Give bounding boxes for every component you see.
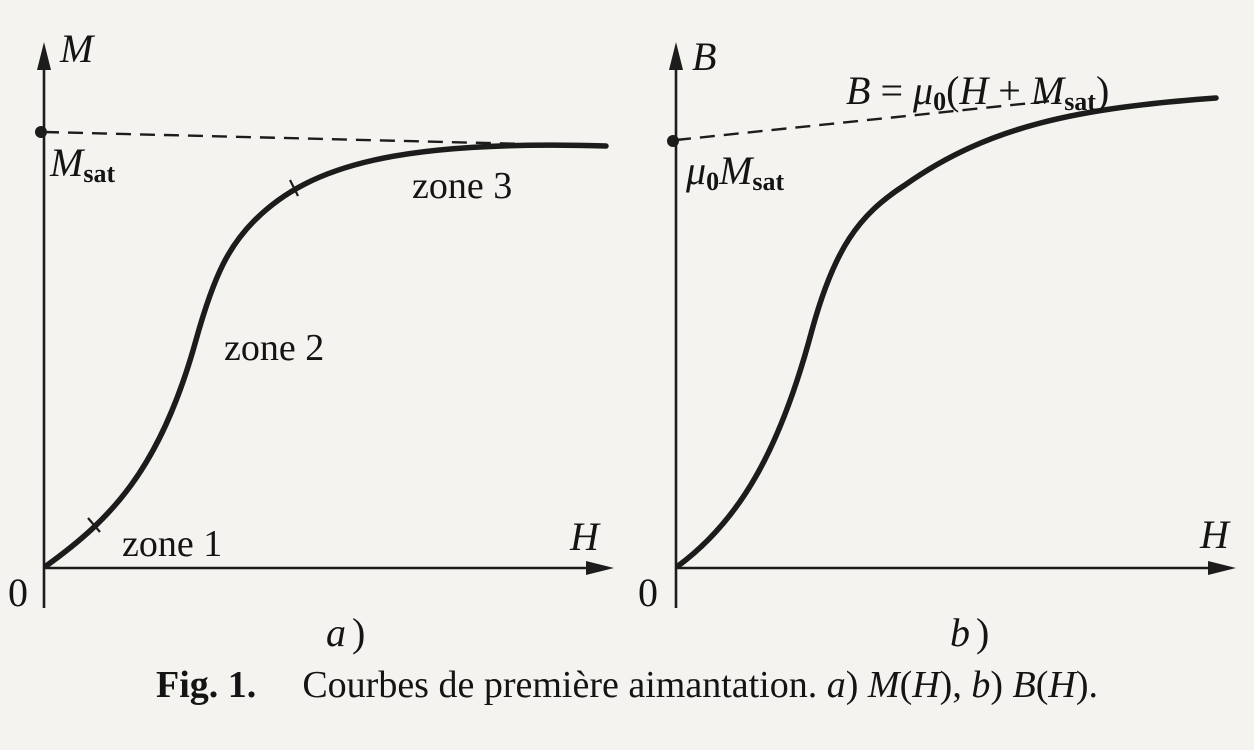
panel-a-origin-label: 0 <box>8 570 28 615</box>
caption-a-function: M <box>867 664 900 706</box>
panel-a-zone-1-label: zone 1 <box>122 523 222 565</box>
panel-a-zone-1-2-boundary-mark <box>87 517 101 533</box>
panel-a-y-axis-label: M <box>59 26 96 71</box>
magnetization-figure: M H 0 Msat zone 1 zone 2 zone 3 a) B H 0… <box>8 26 1236 655</box>
panel-a-saturation-point <box>35 126 47 138</box>
panel-a-x-axis-arrow-icon <box>586 561 614 575</box>
panel-a-x-axis-label: H <box>569 514 601 559</box>
panel-b-x-axis-label: H <box>1199 512 1231 557</box>
panel-b-origin-label: 0 <box>638 570 658 615</box>
panel-b-label: b) <box>950 610 989 655</box>
panel-a: M H 0 Msat zone 1 zone 2 zone 3 a) <box>8 26 614 655</box>
panel-b-x-axis-arrow-icon <box>1208 561 1236 575</box>
panel-b-intercept-point <box>667 135 679 147</box>
caption-a-label: a <box>826 664 846 706</box>
caption-b-label: b <box>971 664 991 706</box>
panel-a-zone-3-label: zone 3 <box>412 165 512 207</box>
panel-a-y-axis-arrow-icon <box>37 42 51 70</box>
panel-b-asymptote-line <box>675 98 1061 142</box>
panel-b-induction-curve <box>675 95 1219 569</box>
panel-a-zone-2-3-boundary-mark <box>289 179 299 197</box>
panel-a-label: a) <box>326 610 365 655</box>
panel-b-asymptote-equation: B = μ0(H + Msat) <box>846 68 1109 116</box>
caption-text: Courbes de première aimantation. <box>302 664 818 706</box>
figure-caption: Fig. 1.Courbes de première aimantation. … <box>156 664 1098 706</box>
panel-b-intercept-label: μ0Msat <box>685 148 785 196</box>
panel-b-y-axis-arrow-icon <box>669 42 683 70</box>
panel-a-saturation-label: Msat <box>49 140 115 188</box>
panel-b: B H 0 μ0Msat B = μ0(H + Msat) b) <box>638 34 1236 655</box>
panel-b-y-axis-label: B <box>692 34 716 79</box>
panel-a-zone-2-label: zone 2 <box>224 327 324 369</box>
panel-a-magnetization-curve <box>43 142 609 569</box>
caption-b-function: B <box>1012 664 1036 706</box>
caption-figure-number: Fig. 1. <box>156 664 257 706</box>
